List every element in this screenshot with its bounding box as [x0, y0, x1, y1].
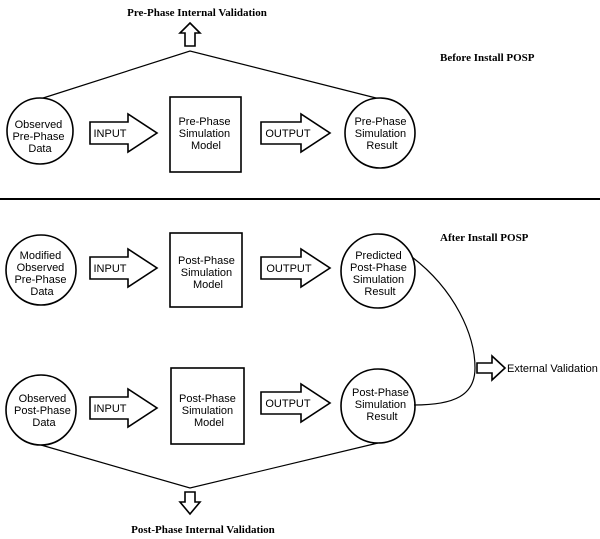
output-arrow-row2-label: OUTPUT [266, 263, 312, 275]
output-arrow-row2 [260, 247, 332, 289]
input-arrow-row2 [89, 247, 159, 289]
post-validation-down-arrow [178, 491, 202, 516]
predicted-post-phase-simulation-result-node [340, 233, 416, 309]
post-phase-simulation-model-box-row3 [170, 367, 245, 445]
pre-phase-simulation-result-label: Pre-Phase Simulation Result [354, 116, 409, 152]
input-arrow-row1-label: INPUT [94, 128, 127, 140]
modified-observed-pre-phase-data-node [5, 234, 77, 306]
observed-post-phase-data-label: Observed Post-Phase Data [14, 393, 74, 429]
external-validation-arrow [476, 354, 507, 382]
after-install-title: After Install POSP [440, 232, 529, 244]
observed-pre-phase-data-node [6, 97, 74, 165]
modified-observed-pre-phase-data-label: Modified Observed Pre-Phase Data [14, 250, 69, 298]
input-arrow-row1 [89, 112, 159, 154]
post-phase-simulation-model-box-row2 [169, 232, 243, 308]
input-arrow-row2-label: INPUT [94, 263, 127, 275]
output-arrow-row3-label: OUTPUT [265, 398, 311, 410]
input-arrow-row3 [89, 387, 159, 429]
pre-internal-validation-label: Pre-Phase Internal Validation [127, 7, 267, 19]
pre-validation-connector [39, 50, 381, 100]
output-arrow-row1-label: OUTPUT [265, 128, 311, 140]
post-validation-connector [40, 442, 379, 489]
external-connector-bottom [413, 367, 476, 406]
post-internal-validation-label: Post-Phase Internal Validation [131, 524, 275, 536]
output-arrow-row3 [260, 382, 332, 424]
post-phase-simulation-result-label: Post-Phase Simulation Result [352, 387, 412, 423]
pre-phase-simulation-result-node [344, 97, 416, 169]
input-arrow-row3-label: INPUT [94, 403, 127, 415]
pre-phase-simulation-model-box [169, 96, 242, 173]
pre-validation-up-arrow [178, 21, 202, 47]
observed-pre-phase-data-label: Observed Pre-Phase Data [12, 119, 67, 155]
output-arrow-row1 [260, 112, 332, 154]
predicted-post-phase-simulation-result-label: Predicted Post-Phase Simulation Result [350, 250, 410, 298]
external-validation-label: External Validation [507, 363, 598, 375]
pre-phase-simulation-model-label: Pre-Phase Simulation Model [178, 116, 233, 152]
external-connector-top [411, 256, 476, 369]
before-install-title: Before Install POSP [440, 52, 535, 64]
post-phase-simulation-model-label-row2: Post-Phase Simulation Model [178, 255, 238, 291]
post-phase-simulation-model-label-row3: Post-Phase Simulation Model [179, 393, 239, 429]
